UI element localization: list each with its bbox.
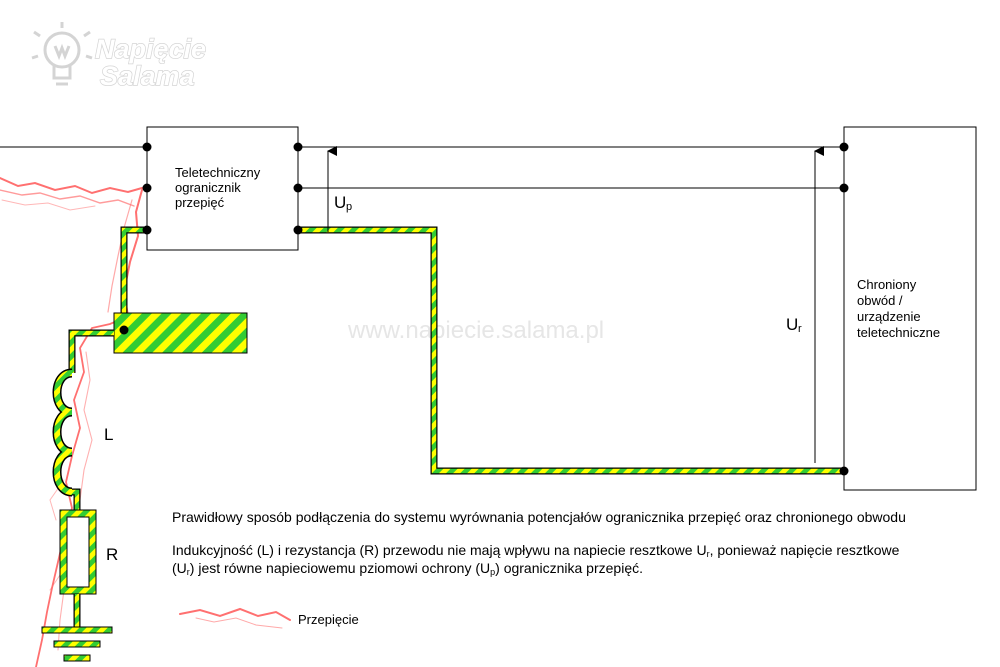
svg-text:U: U xyxy=(786,315,798,334)
protected-label-line3: urządzenie xyxy=(857,309,921,324)
logo-line2: Salama xyxy=(100,61,195,91)
ground-symbol xyxy=(41,626,113,662)
pe-wire-spd xyxy=(121,227,147,330)
inductor-symbol xyxy=(54,370,73,495)
protected-device-box xyxy=(843,126,977,491)
protected-label-line4: teletechniczne xyxy=(857,325,940,340)
spd-label-line1: Teletechniczny xyxy=(175,165,261,180)
watermark: www.napiecie.salama.pl xyxy=(347,317,604,344)
legend-label: Przepięcie xyxy=(298,612,359,627)
surge-legend-icon xyxy=(179,607,291,629)
svg-text:p: p xyxy=(346,201,352,213)
svg-text:U: U xyxy=(334,193,346,212)
legend: Przepięcie xyxy=(179,607,359,629)
logo: Napięcie Salama xyxy=(31,22,207,92)
caption-line1: Prawidłowy sposób podłączenia do systemu… xyxy=(172,509,906,525)
resistor-symbol xyxy=(66,516,90,588)
protected-label-line2: obwód / xyxy=(857,293,903,308)
pe-wire-device xyxy=(298,227,844,474)
ur-label: U r xyxy=(786,315,802,335)
caption-line2: Indukcyjność (L) i rezystancja (R) przew… xyxy=(172,542,900,559)
signal-lines xyxy=(0,146,844,189)
spd-label-line3: przepięć xyxy=(175,195,225,210)
up-label: U p xyxy=(334,193,352,213)
protected-label-line1: Chroniony xyxy=(857,277,917,292)
resistor-label: R xyxy=(106,545,118,564)
spd-label-line2: ogranicznik xyxy=(175,180,241,195)
pe-wire-earth xyxy=(69,330,114,373)
logo-line1: Napięcie xyxy=(95,34,206,64)
lightbulb-icon xyxy=(31,22,93,86)
svg-text:r: r xyxy=(798,323,802,335)
terminal-dots xyxy=(119,142,849,476)
caption-line3: (Ur) jest równe napieciowemu pziomowi oc… xyxy=(172,560,643,577)
equipotential-bar xyxy=(113,312,248,354)
spd-box xyxy=(146,126,299,251)
inductor-label: L xyxy=(104,425,113,444)
